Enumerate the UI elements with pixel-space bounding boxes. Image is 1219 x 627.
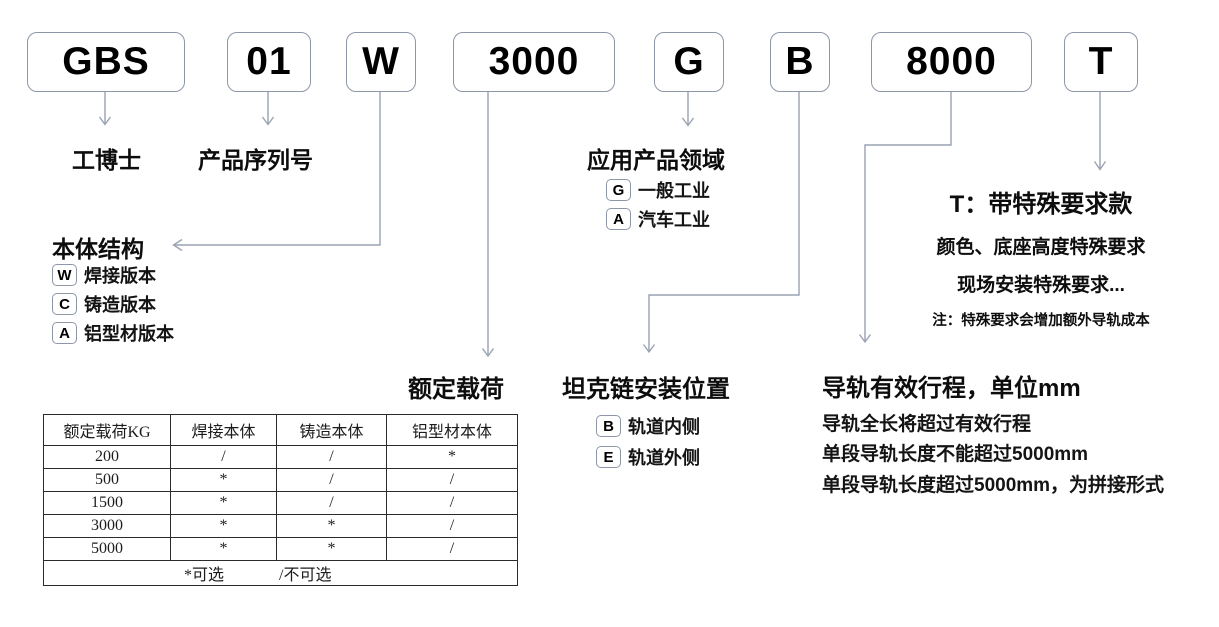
tank-chain-item-label: 轨道外侧: [628, 448, 700, 468]
application-field-item-label: 汽车工业: [638, 210, 710, 230]
legend-optional: *可选: [184, 567, 225, 584]
table-cell: /: [276, 468, 387, 492]
tank-chain-item-inner: B 轨道内侧: [596, 413, 700, 439]
table-cell: *: [170, 514, 277, 538]
table-cell: 500: [43, 468, 171, 492]
rail-stroke-title: 导轨有效行程，单位mm: [822, 375, 1081, 402]
table-cell: 5000: [43, 537, 171, 561]
table-cell: /: [386, 514, 518, 538]
legend-unavailable: /不可选: [279, 567, 332, 584]
table-cell: 1500: [43, 491, 171, 515]
brand-label: 工博士: [72, 147, 141, 173]
application-field-title: 应用产品领域: [587, 147, 725, 173]
table-row: 3000 * * /: [43, 514, 518, 538]
code-chip-b: B: [596, 415, 621, 437]
table-legend-row: *可选 /不可选: [43, 560, 518, 586]
table-cell: 3000: [43, 514, 171, 538]
code-segment-stroke: 8000: [871, 32, 1032, 92]
code-segment-special: T: [1064, 32, 1138, 92]
table-header-cell: 铝型材本体: [386, 414, 518, 446]
table-header-cell: 额定载荷KG: [43, 414, 171, 446]
body-structure-item-label: 焊接版本: [84, 266, 156, 286]
tank-chain-item-outer: E 轨道外侧: [596, 444, 700, 470]
code-chip-e: E: [596, 446, 621, 468]
body-structure-item-cast: C 铸造版本: [52, 291, 156, 317]
table-header-cell: 焊接本体: [170, 414, 277, 446]
code-segment-field: G: [654, 32, 724, 92]
body-structure-item-label: 铸造版本: [84, 295, 156, 315]
body-structure-item-aluminum: A 铝型材版本: [52, 320, 174, 346]
table-cell: /: [276, 491, 387, 515]
serial-label: 产品序列号: [198, 147, 313, 173]
table-cell: *: [170, 491, 277, 515]
body-structure-title: 本体结构: [52, 236, 144, 262]
table-cell: /: [386, 468, 518, 492]
code-segment-series: 01: [227, 32, 311, 92]
special-request-block: T：带特殊要求款 颜色、底座高度特殊要求 现场安装特殊要求... 注：特殊要求会…: [926, 184, 1156, 330]
code-segment-body: W: [346, 32, 416, 92]
table-legend-cell: *可选 /不可选: [43, 560, 518, 586]
body-structure-item-welded: W 焊接版本: [52, 262, 156, 288]
table-cell: *: [386, 445, 518, 469]
table-cell: /: [170, 445, 277, 469]
special-request-line: 现场安装特殊要求...: [957, 275, 1125, 296]
table-row: 1500 * / /: [43, 491, 518, 515]
table-cell: 200: [43, 445, 171, 469]
tank-chain-title: 坦克链安装位置: [562, 376, 730, 403]
table-header-cell: 铸造本体: [276, 414, 387, 446]
code-segment-gbs: GBS: [27, 32, 185, 92]
special-request-note: 注：特殊要求会增加额外导轨成本: [932, 313, 1150, 329]
application-field-item-label: 一般工业: [638, 181, 710, 201]
table-header-row: 额定载荷KG 焊接本体 铸造本体 铝型材本体: [43, 414, 518, 446]
rail-stroke-line: 导轨全长将超过有效行程: [822, 414, 1032, 435]
application-field-item-general: G 一般工业: [606, 177, 710, 203]
body-structure-item-label: 铝型材版本: [84, 324, 174, 344]
code-chip-w: W: [52, 264, 77, 286]
rail-stroke-line: 单段导轨长度不能超过5000mm: [822, 444, 1089, 465]
table-cell: *: [276, 514, 387, 538]
special-request-line: 颜色、底座高度特殊要求: [936, 237, 1146, 258]
rated-load-spec-table: 额定载荷KG 焊接本体 铸造本体 铝型材本体 200 / / * 500 * /…: [43, 414, 518, 586]
table-row: 5000 * * /: [43, 537, 518, 561]
table-cell: *: [276, 537, 387, 561]
rail-stroke-line: 单段导轨长度超过5000mm，为拼接形式: [822, 475, 1165, 496]
table-cell: /: [386, 491, 518, 515]
code-chip-a2: A: [52, 322, 77, 344]
table-cell: /: [276, 445, 387, 469]
code-chip-a: A: [606, 208, 631, 230]
application-field-item-auto: A 汽车工业: [606, 206, 710, 232]
table-row: 500 * / /: [43, 468, 518, 492]
code-chip-g: G: [606, 179, 631, 201]
table-cell: *: [170, 468, 277, 492]
rated-load-title: 额定载荷: [408, 376, 504, 403]
table-cell: /: [386, 537, 518, 561]
code-segment-load: 3000: [453, 32, 615, 92]
code-chip-c: C: [52, 293, 77, 315]
tank-chain-item-label: 轨道内侧: [628, 417, 700, 437]
code-segment-chain: B: [770, 32, 830, 92]
table-cell: *: [170, 537, 277, 561]
special-request-title: T：带特殊要求款: [949, 191, 1133, 218]
table-row: 200 / / *: [43, 445, 518, 469]
